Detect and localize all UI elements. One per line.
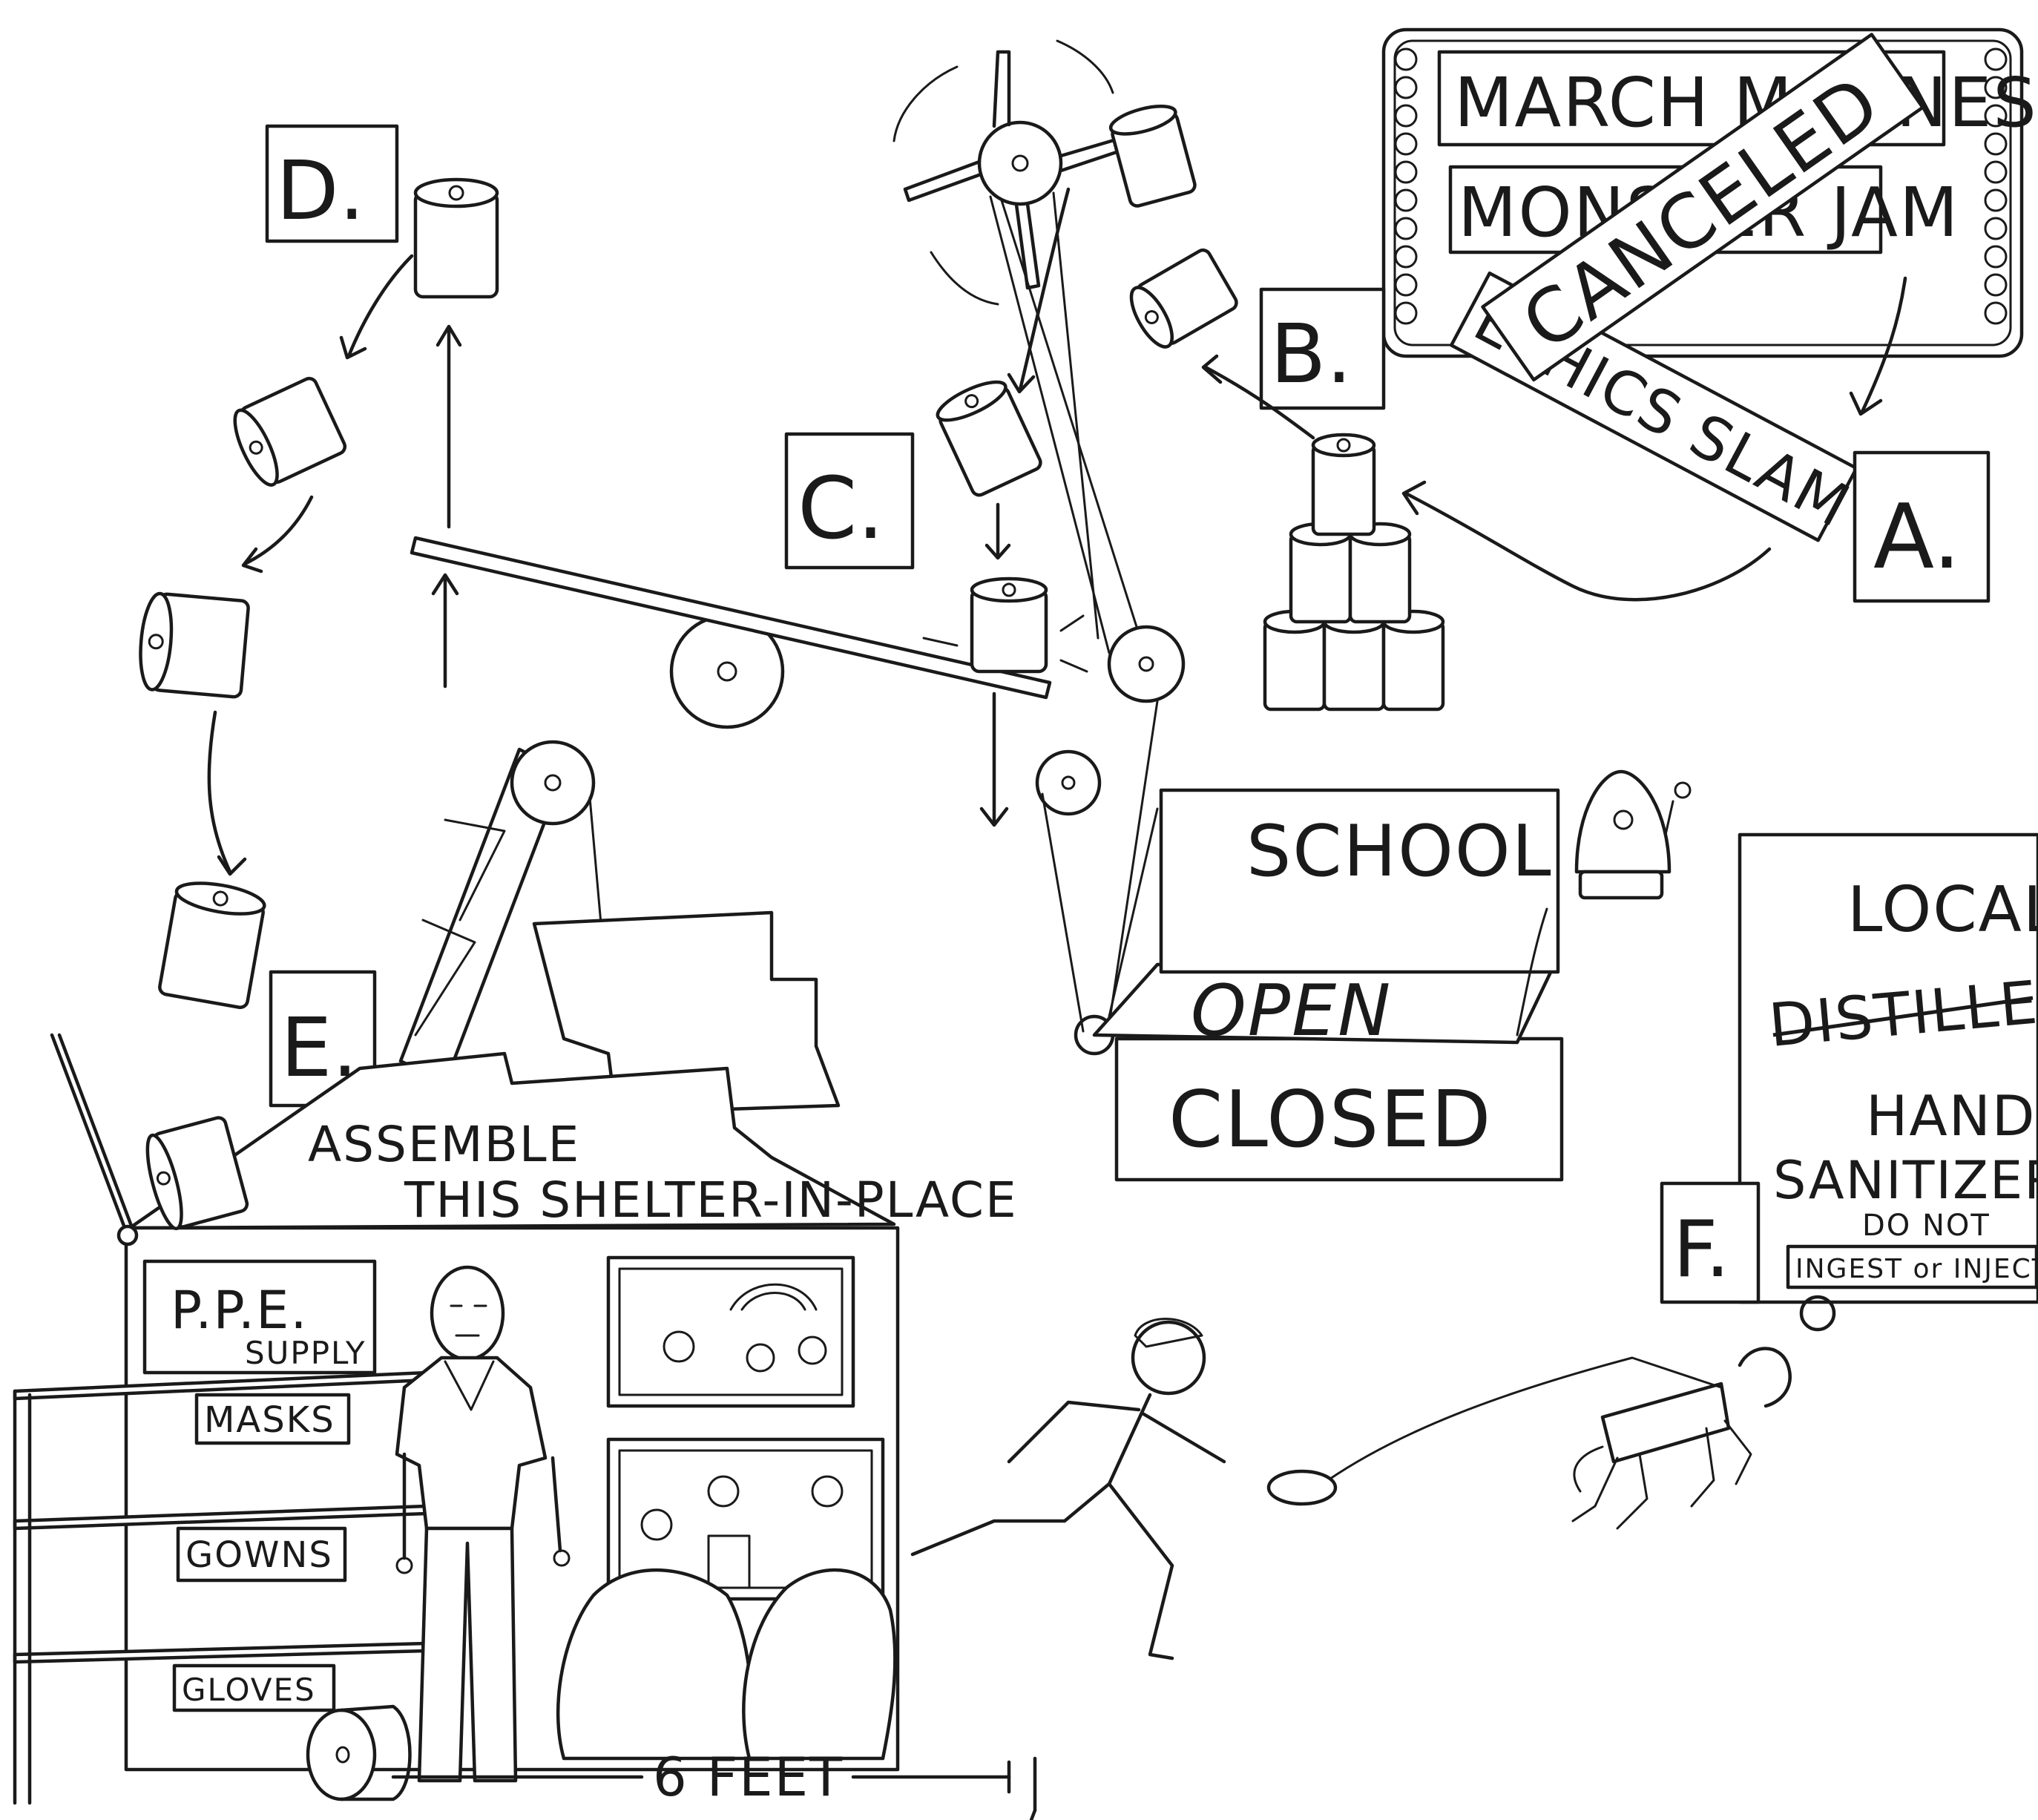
toilet-paper-roll-icon xyxy=(158,881,266,1010)
shelf-gowns-label: GOWNS xyxy=(185,1534,333,1576)
truck-ingest-text: INGEST or INJECT xyxy=(1795,1254,2038,1284)
shelf-masks-label: MASKS xyxy=(204,1399,335,1441)
school-open-text: OPEN xyxy=(1191,970,1392,1052)
truck-sanitizer-text: SANITIZER xyxy=(1773,1150,2038,1211)
ppe-line-1: P.P.E. xyxy=(171,1280,309,1341)
roof-line-1: ASSEMBLE xyxy=(308,1116,580,1173)
svg-text:B.: B. xyxy=(1270,306,1352,401)
step-label-b: B. xyxy=(1259,287,1386,410)
roof-line-2: THIS SHELTER-IN-PLACE xyxy=(404,1172,1018,1229)
hand-sanitizer-truck: LOCAL DISTILLER HAND SANITIZER DO NOT IN… xyxy=(1738,832,2038,1332)
svg-text:F.: F. xyxy=(1673,1204,1730,1295)
six-feet-text: 6 FEET xyxy=(653,1746,844,1808)
health-worker-figure xyxy=(395,1265,571,1783)
shelter-building: ASSEMBLE THIS SHELTER-IN-PLACE P.P.E. SU… xyxy=(13,1033,1018,1805)
marquee-bulbs-icon xyxy=(1394,47,2008,325)
pinwheel-icon xyxy=(893,39,1197,654)
toilet-paper-roll-icon xyxy=(413,177,499,299)
truck-local-text: LOCAL xyxy=(1847,873,2038,947)
school-sign: CLOSED OPEN SCHOOL xyxy=(1035,625,1564,1182)
step-label-f: F. xyxy=(1660,1181,1761,1304)
school-title-text: SCHOOL xyxy=(1246,811,1553,893)
svg-text:A.: A. xyxy=(1873,486,1961,589)
seesaw xyxy=(410,536,1088,729)
alarm-bell-icon xyxy=(1574,769,1692,900)
dog-icon xyxy=(1266,1347,1792,1530)
running-person-icon xyxy=(910,1318,1226,1660)
truck-do-not-text: DO NOT xyxy=(1862,1209,1991,1243)
step-label-c: C. xyxy=(784,432,915,570)
toilet-paper-roll-icon xyxy=(233,376,347,487)
toilet-paper-pyramid xyxy=(1263,433,1445,712)
toilet-paper-roll-icon xyxy=(139,591,250,699)
svg-text:D.: D. xyxy=(276,143,365,238)
toilet-paper-roll-icon xyxy=(1129,248,1238,349)
svg-text:C.: C. xyxy=(798,459,884,559)
step-label-d: D. xyxy=(265,124,399,243)
toilet-paper-roll-icon xyxy=(936,380,1042,497)
school-closed-text: CLOSED xyxy=(1168,1074,1493,1165)
truck-hand-text: HAND xyxy=(1866,1083,2037,1149)
six-feet-measure: 6 FEET xyxy=(391,1746,1037,1820)
shelf-gloves-label: GLOVES xyxy=(182,1672,316,1708)
step-label-a: A. xyxy=(1853,450,1991,603)
toilet-paper-roll-icon xyxy=(306,1704,412,1801)
ppe-line-2: SUPPLY xyxy=(245,1335,366,1371)
